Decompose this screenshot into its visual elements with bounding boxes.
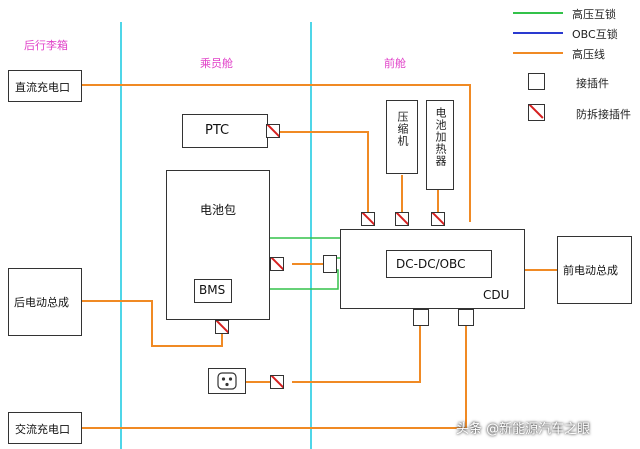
cdu-ac-charge-connector (458, 309, 474, 326)
dcdc-obc-label: DC-DC/OBC (396, 257, 466, 271)
hv-line-ac-charge (82, 326, 467, 429)
cdu-label: CDU (483, 288, 510, 302)
rear-motor-label: 后电动总成 (14, 296, 69, 309)
socket-icon (217, 372, 237, 390)
dc-charge-port-box: 直流充电口 (8, 70, 82, 102)
ac-socket-box (208, 368, 246, 394)
battery-hv-protected-connector (270, 257, 284, 271)
hv-line-ptc (278, 131, 369, 212)
ptc-box: PTC (182, 114, 268, 148)
legend-hv-line-label: 高压线 (572, 48, 605, 61)
dcdc-obc-box: DC-DC/OBC (386, 250, 492, 278)
watermark-text: 头条 @新能源汽车之眼 (456, 422, 591, 437)
legend-obc-interlock-label: OBC互锁 (572, 28, 618, 41)
cdu-battery-connector (323, 255, 337, 273)
compressor-label: 压缩机 (396, 111, 409, 147)
hv-lines (82, 84, 557, 429)
battery-rear-protected-connector (215, 320, 229, 334)
bms-label: BMS (199, 283, 226, 297)
bms-box: BMS (194, 279, 232, 303)
legend-hv-interlock-label: 高压互锁 (572, 8, 616, 21)
legend-protected-connector-icon (528, 104, 545, 121)
battery-pack-label: 电池包 (200, 203, 237, 217)
hv-line-dc-charge (82, 84, 471, 222)
legend-connector-icon (528, 73, 545, 90)
battery-heater-box: 电池加热器 (426, 100, 454, 190)
cdu-socket-connector (413, 309, 429, 326)
zone-label-cabin: 乘员舱 (200, 57, 233, 70)
legend-protected-connector-label: 防拆接插件 (576, 108, 631, 121)
ac-charge-port-label: 交流充电口 (15, 423, 70, 436)
cdu-compressor-protected-connector (395, 212, 409, 226)
hv-line-socket-cdu (292, 326, 421, 383)
legend-connector-label: 接插件 (576, 77, 609, 90)
compressor-box: 压缩机 (386, 100, 418, 174)
front-motor-box: 前电动总成 (557, 236, 632, 304)
front-motor-label: 前电动总成 (563, 264, 618, 277)
ptc-protected-connector (266, 124, 280, 138)
zone-label-front-cabin: 前舱 (384, 57, 406, 70)
cdu-heater-protected-connector (431, 212, 445, 226)
zone-label-rear-trunk: 后行李箱 (24, 39, 68, 52)
socket-protected-connector (270, 375, 284, 389)
dc-charge-port-label: 直流充电口 (15, 81, 70, 94)
hv-line-rear-motor (82, 300, 223, 347)
battery-heater-label: 电池加热器 (434, 107, 447, 167)
ac-charge-port-box: 交流充电口 (8, 412, 82, 444)
cdu-ptc-protected-connector (361, 212, 375, 226)
rear-motor-box: 后电动总成 (8, 268, 82, 336)
ptc-label: PTC (205, 123, 230, 138)
